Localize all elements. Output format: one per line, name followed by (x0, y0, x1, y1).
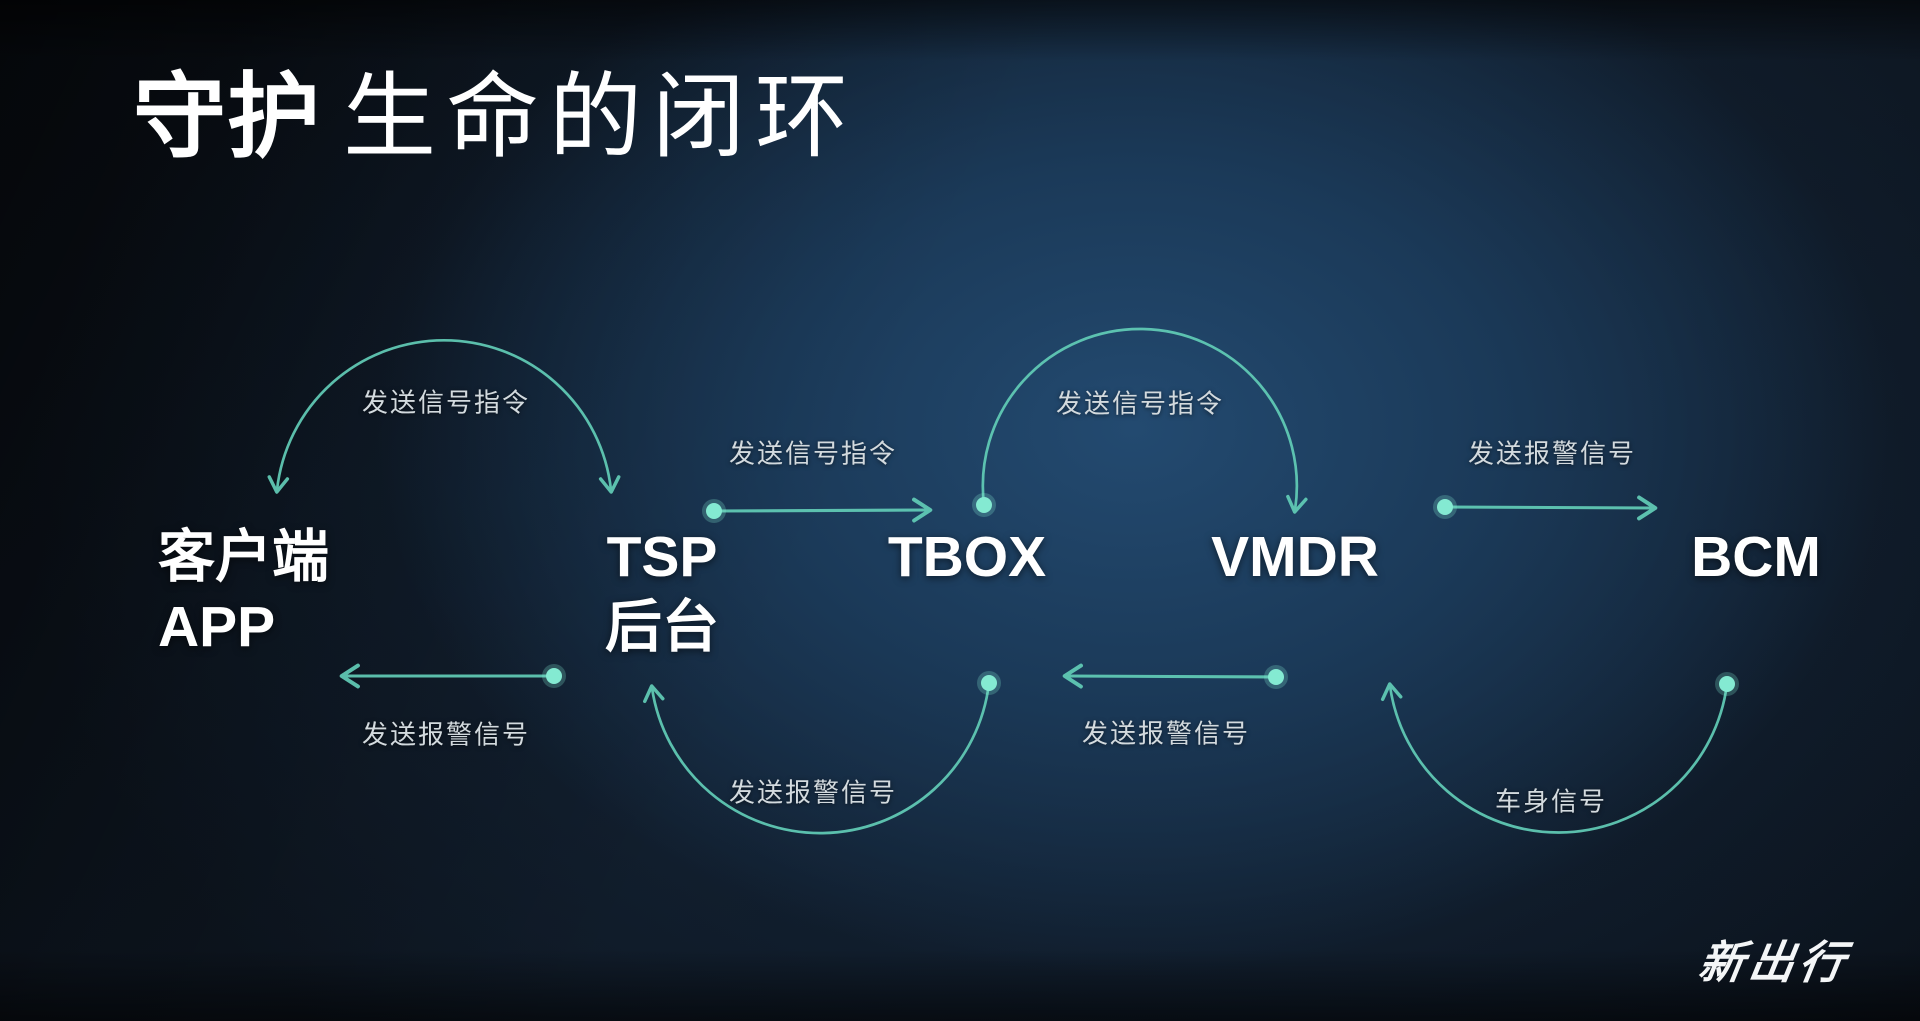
arc-arrow-app-tsp (267, 338, 621, 494)
node-client-app-line1: 客户端 (158, 525, 329, 589)
connector-dots (542, 493, 1739, 696)
dot-tsp-app (546, 668, 562, 684)
page-title: 守护生命的闭环 (133, 64, 858, 171)
node-bcm-label: BCM (1691, 525, 1821, 589)
edge-label-tbox-to-tsp: 发送报警信号 (728, 777, 898, 808)
node-tbox-label: TBOX (887, 525, 1047, 589)
node-tsp-line2: 后台 (605, 595, 719, 659)
edge-label-tsp-to-tbox: 发送信号指令 (728, 438, 898, 469)
dot-vmdr-tbox (1268, 669, 1284, 685)
edge-label-tsp-to-app: 发送报警信号 (361, 719, 531, 750)
node-bcm: BCM (1691, 522, 1821, 592)
dot-vmdr-bcm (1437, 499, 1453, 515)
line-arrow-vmdr-bcm (1443, 495, 1658, 521)
dot-tbox-vmdr (976, 497, 992, 513)
node-tbox: TBOX (888, 522, 1046, 592)
title-rest: 生命的闭环 (343, 65, 858, 169)
line-arrow-tsp-tbox (712, 497, 933, 523)
node-tsp-backend: TSP 后台 (605, 522, 719, 662)
arc-arrow-tbox-vmdr (981, 327, 1308, 514)
edge-label-bcm-to-vmdr: 车身信号 (1494, 786, 1608, 817)
dot-tsp-tbox (706, 503, 722, 519)
node-vmdr: VMDR (1211, 522, 1379, 592)
dot-bcm-vmdr (1719, 676, 1735, 692)
edge-label-app-to-tsp: 发送信号指令 (361, 387, 531, 418)
watermark-logo: 新出行 (1695, 937, 1854, 988)
title-emphasis: 守护 (133, 65, 321, 169)
edge-label-tbox-to-vmdr: 发送信号指令 (1055, 388, 1225, 419)
edge-label-vmdr-to-bcm: 发送报警信号 (1467, 438, 1637, 469)
arc-arrow-tbox-tsp (643, 681, 991, 835)
node-vmdr-label: VMDR (1211, 525, 1379, 589)
node-client-app-line2: APP (158, 595, 276, 659)
node-client-app: 客户端 APP (158, 522, 329, 662)
node-tsp-line1: TSP (606, 525, 718, 589)
line-arrow-vmdr-tbox (1062, 663, 1278, 689)
arc-arrow-bcm-vmdr (1380, 682, 1729, 834)
edge-label-vmdr-to-tbox: 发送报警信号 (1081, 718, 1251, 749)
dot-tbox-tsp (981, 675, 997, 691)
